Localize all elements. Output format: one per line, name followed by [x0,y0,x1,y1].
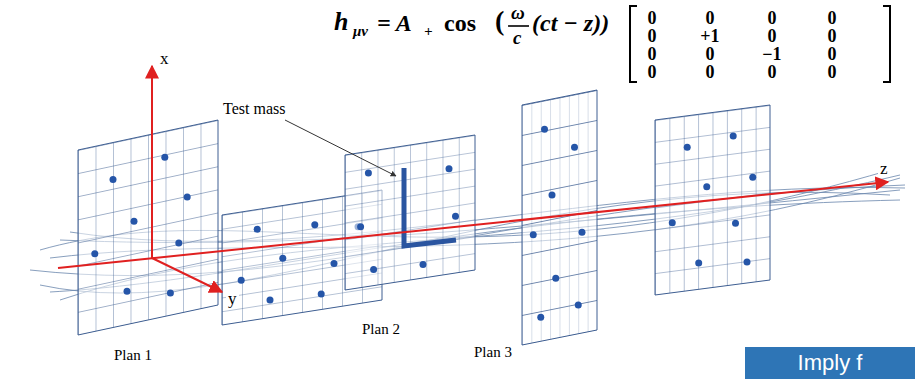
matrix-entry: 0 [648,9,657,27]
matrix-entry: 0 [648,45,657,63]
matrix-entry: 0 [828,63,837,81]
x-axis [151,66,153,258]
test-mass-arms [404,168,456,246]
matrix-bracket [630,6,637,82]
matrix-entry: 0 [828,9,837,27]
formula-symbol: h [334,9,348,35]
matrix-entry: 0 [828,27,837,45]
plane-label: Plan 1 [112,348,154,363]
grid-plane [345,135,475,290]
matrix-entry: 0 [768,9,777,27]
axis-label: z [878,160,890,177]
matrix-entry: 0 [706,45,715,63]
formula-symbol: = A [377,11,412,35]
leader-line [285,120,396,176]
callout-label: Test mass [221,101,287,117]
grid-plane [522,90,597,345]
fraction-bar [508,25,529,27]
formula-symbol: c [513,28,521,47]
formula-symbol: (ct − z)) [532,11,609,35]
matrix-entry: 0 [828,45,837,63]
box-text: Imply f [798,352,863,374]
formula-subscript: μν [353,24,368,39]
matrix-entry: +1 [700,27,719,45]
matrix-entry: 0 [706,63,715,81]
matrix-entry: 0 [648,27,657,45]
matrix-entry: 0 [648,63,657,81]
y-axis [152,258,222,292]
formula-symbol: ω [511,3,525,22]
z-axis [58,182,888,268]
axis-label: y [226,290,239,307]
formula-symbol: cos [444,11,476,35]
matrix-entry: 0 [768,63,777,81]
axis-label: x [158,50,171,67]
highlight-box: Imply f [745,347,915,379]
grid-plane [78,120,218,335]
matrix-entry: 0 [706,9,715,27]
matrix-entry: −1 [762,45,781,63]
formula-subscript: + [424,24,433,39]
matrix-bracket [883,6,890,82]
plane-label: Plan 2 [360,322,402,337]
matrix-entry: 0 [768,27,777,45]
plane-label: Plan 3 [472,345,514,360]
formula-symbol: ( [495,7,504,35]
